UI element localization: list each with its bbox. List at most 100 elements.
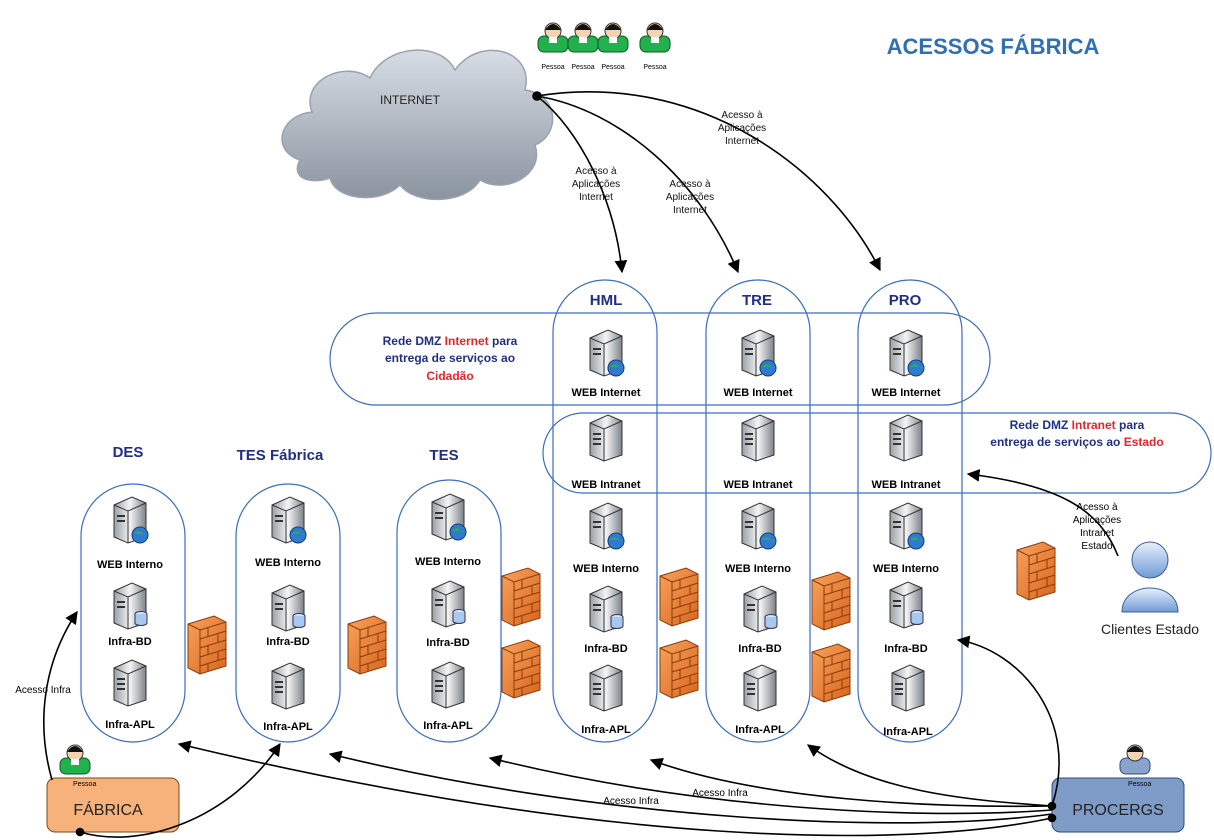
svg-text:Aplicações: Aplicações [1073, 515, 1121, 526]
clients-label: Clientes Estado [1101, 621, 1199, 637]
person-label: Pessoa [541, 64, 564, 71]
access-label: Aplicações [572, 179, 620, 190]
server-label: WEB Interno [255, 557, 321, 569]
person-label: Pessoa [643, 64, 666, 71]
server-label: WEB Internet [723, 387, 792, 399]
env-outline-tes-fabrica [235, 483, 341, 743]
server-label: Infra-BD [738, 643, 781, 655]
environment-headings: DES TES Fábrica TES HML TRE PRO [113, 292, 922, 464]
fabrica-node: Pessoa FÁBRICA [46, 744, 180, 833]
procergs-infra-arrows [177, 635, 1060, 837]
svg-text:entrega de serviços ao Estado: entrega de serviços ao Estado [990, 435, 1163, 449]
firewall-icon [811, 643, 851, 703]
env-hml-servers: WEB Internet WEB Intranet WEB Interno In… [571, 329, 641, 736]
server-label: WEB Interno [573, 563, 639, 575]
access-label: Aplicações [666, 192, 714, 203]
server-label: Infra-APL [883, 726, 933, 738]
person-label: Pessoa [571, 64, 594, 71]
person-label: Pessoa [601, 64, 624, 71]
server-label: WEB Interno [725, 563, 791, 575]
firewall-icon [1016, 541, 1056, 601]
firewall-icon [659, 639, 699, 699]
svg-text:Cidadão: Cidadão [426, 369, 473, 383]
env-outline-hml [552, 279, 658, 743]
env-pro-servers: WEB Internet WEB Intranet WEB Interno In… [871, 329, 941, 738]
env-title-pro: PRO [889, 292, 922, 309]
server-label: Infra-APL [735, 724, 785, 736]
intranet-access-label: Acesso à Aplicações Intranet Estado [1073, 502, 1121, 552]
env-outline-des [80, 483, 186, 743]
server-label: Infra-APL [105, 719, 155, 731]
server-label: WEB Internet [571, 387, 640, 399]
access-label: Aplicações [718, 123, 766, 134]
procergs-infra-label: Acesso Infra [603, 796, 659, 807]
dmz-intranet-text: Rede DMZ Intranet para entrega de serviç… [990, 418, 1163, 449]
access-label: Internet [579, 192, 613, 203]
env-des-servers: WEB Interno Infra-BD Infra-APL [97, 496, 163, 731]
env-title-tre: TRE [742, 292, 772, 309]
access-label: Acesso à [669, 179, 711, 190]
svg-text:Estado: Estado [1081, 541, 1113, 552]
server-label: WEB Interno [873, 563, 939, 575]
env-title-hml: HML [590, 292, 623, 309]
firewall-icon [187, 615, 227, 675]
server-label: Infra-BD [108, 636, 151, 648]
server-label: Infra-BD [426, 637, 469, 649]
fabrica-infra-label: Acesso Infra [15, 685, 71, 696]
env-outline-tes [396, 479, 502, 743]
firewall-icon [811, 571, 851, 631]
server-label: WEB Intranet [871, 479, 940, 491]
env-outline-pro [857, 279, 963, 743]
server-label: WEB Intranet [571, 479, 640, 491]
dmz-internet-band [329, 312, 991, 406]
server-label: WEB Intranet [723, 479, 792, 491]
server-label: Infra-BD [884, 643, 927, 655]
env-title-des: DES [113, 444, 144, 461]
dmz-intranet-band [542, 412, 1212, 494]
svg-text:Rede DMZ Internet para: Rede DMZ Internet para [383, 334, 518, 348]
internet-cloud: INTERNET [281, 49, 554, 201]
procergs-person-label: Pessoa [1128, 781, 1151, 788]
env-title-tes-fabrica: TES Fábrica [237, 447, 324, 464]
procergs-node: Pessoa PROCERGS [1051, 744, 1185, 833]
environment-outlines [80, 279, 963, 743]
firewall-icon [347, 615, 387, 675]
server-label: WEB Interno [415, 556, 481, 568]
env-tes-servers: WEB Interno Infra-BD Infra-APL [415, 493, 481, 732]
env-tes-fabrica-servers: WEB Interno Infra-BD Infra-APL [255, 496, 321, 733]
firewall-icon [501, 567, 541, 627]
server-label: Infra-APL [263, 721, 313, 733]
server-label: WEB Internet [871, 387, 940, 399]
firewall-icon [501, 639, 541, 699]
fabrica-person-label: Pessoa [73, 781, 96, 788]
clientes-estado: Clientes Estado [1101, 541, 1199, 637]
diagram-title: ACESSOS FÁBRICA [887, 34, 1100, 59]
intranet-access-arrow [966, 469, 1119, 557]
env-tre-servers: WEB Internet WEB Intranet WEB Interno In… [723, 329, 793, 736]
server-label: Infra-BD [584, 643, 627, 655]
procergs-infra-label: Acesso Infra [692, 788, 748, 799]
svg-text:Rede DMZ Intranet para: Rede DMZ Intranet para [1010, 418, 1145, 432]
firewall-icon [659, 567, 699, 627]
dmz-internet-text: Rede DMZ Internet para entrega de serviç… [383, 334, 518, 383]
internet-access-arrows [532, 91, 881, 274]
svg-text:Acesso à: Acesso à [1076, 502, 1118, 513]
internet-access-labels: Acesso à Aplicações Internet Acesso à Ap… [572, 110, 766, 216]
fabrica-label: FÁBRICA [73, 800, 143, 819]
env-title-tes: TES [429, 447, 458, 464]
procergs-label: PROCERGS [1072, 802, 1164, 819]
server-label: Infra-APL [423, 720, 473, 732]
access-label: Internet [673, 205, 707, 216]
internet-label: INTERNET [380, 93, 441, 107]
access-label: Acesso à [575, 166, 617, 177]
fabrica-infra-arrows [43, 610, 281, 838]
svg-text:entrega de serviços ao: entrega de serviços ao [385, 351, 515, 365]
access-label: Internet [725, 136, 759, 147]
client-icon [1131, 541, 1169, 579]
env-outline-tre [705, 279, 811, 743]
access-label: Acesso à [721, 110, 763, 121]
server-label: Infra-BD [266, 636, 309, 648]
svg-text:Intranet: Intranet [1080, 528, 1114, 539]
